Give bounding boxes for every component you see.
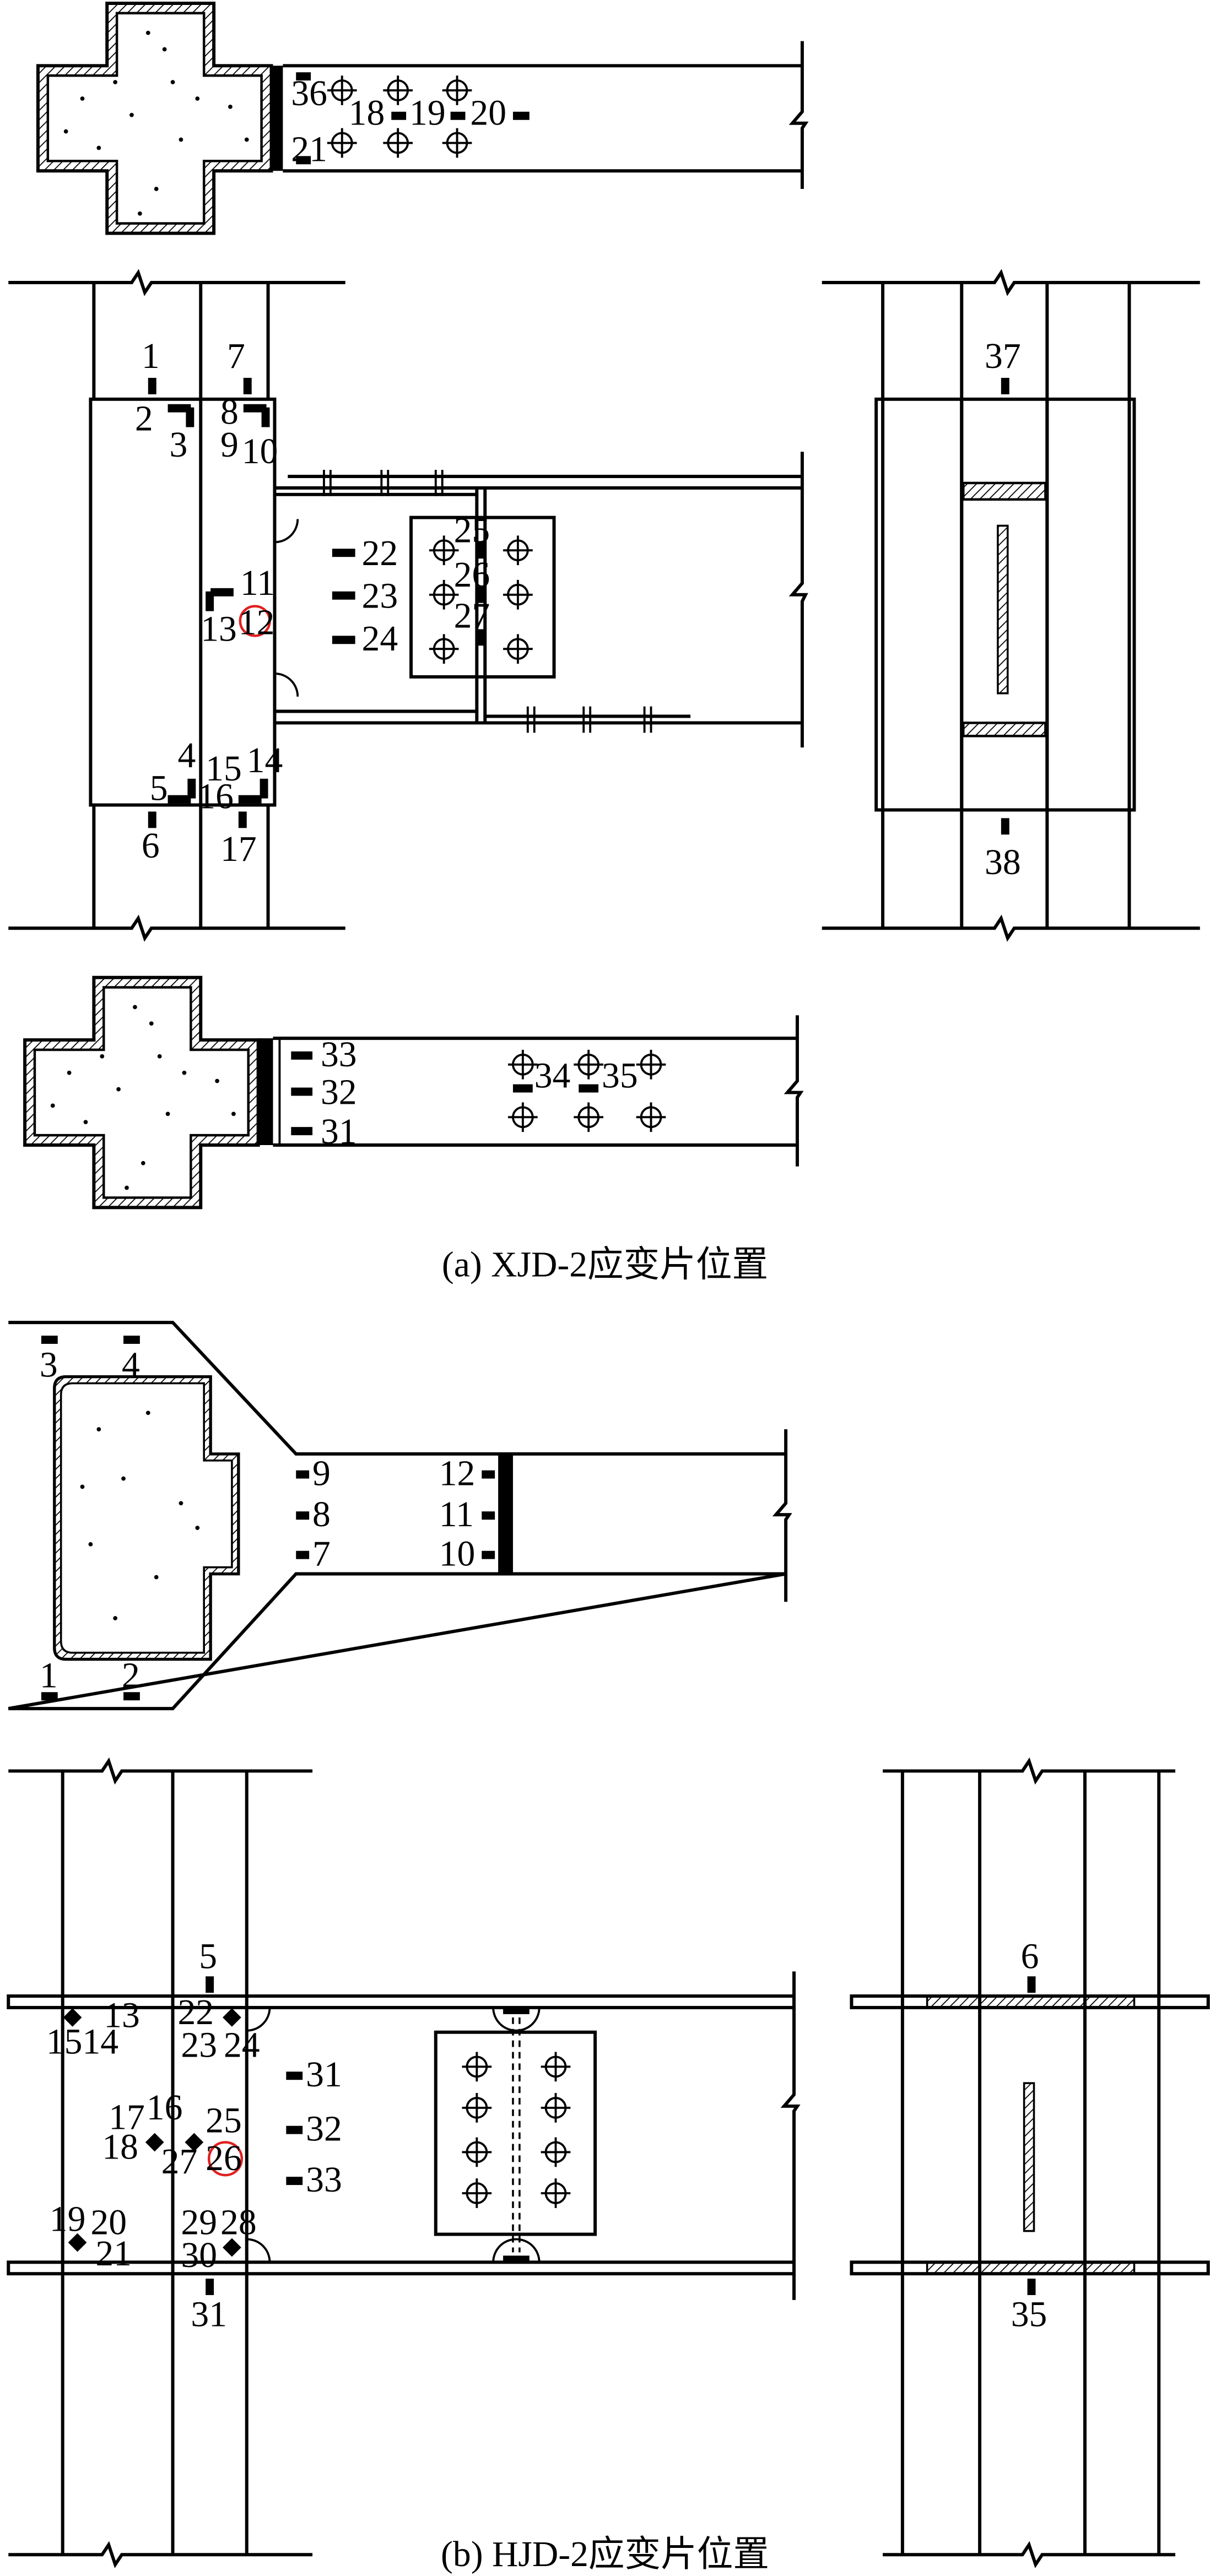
gauge-label: 10 <box>242 432 278 471</box>
gauge-label: 12 <box>239 603 275 642</box>
gauge-label: 20 <box>90 2203 127 2243</box>
gauge-label: 13 <box>104 1996 140 2036</box>
gauge-label: 14 <box>82 2022 118 2062</box>
gauge-label: 24 <box>362 619 398 659</box>
gauge-label: 29 <box>181 2203 217 2243</box>
xjd2-side-elevation: 37 38 <box>822 269 1200 942</box>
gauge-label: 21 <box>95 2234 132 2274</box>
gauge-label: 31 <box>191 2295 227 2335</box>
gauge-label: 19 <box>50 2200 86 2239</box>
gauge-label: 16 <box>147 2088 183 2128</box>
gauge-label: 15 <box>46 2022 83 2062</box>
hjd2-side-elevation: 6 35 <box>850 1757 1210 2568</box>
gauge-label: 23 <box>181 2025 217 2065</box>
gauge-label: 3 <box>170 425 188 465</box>
gauge-label: 5 <box>150 769 168 809</box>
gauge-label: 3 <box>40 1346 58 1385</box>
gauge-label: 10 <box>439 1534 476 1574</box>
gauge-label: 25 <box>454 511 490 550</box>
xjd2-top-plan: 36 18 19 20 21 <box>38 3 809 234</box>
gauge-label: 11 <box>439 1495 474 1534</box>
gauge-label: 25 <box>206 2101 242 2141</box>
gauge-label: 26 <box>454 555 490 595</box>
gauge-label: 6 <box>1021 1937 1039 1976</box>
gauge-label: 35 <box>602 1056 638 1096</box>
gauge-label: 7 <box>312 1534 331 1574</box>
gauge-label: 21 <box>291 129 327 169</box>
gauge-label: 1 <box>142 337 160 376</box>
highlight-circle <box>207 2141 244 2177</box>
gauge-label: 26 <box>206 2139 242 2178</box>
gauge-label: 23 <box>362 577 398 616</box>
gauge-label: 38 <box>985 843 1021 882</box>
gauge-label: 31 <box>321 1112 357 1152</box>
gauge-label: 6 <box>142 826 160 866</box>
bolt-group <box>461 2051 572 2209</box>
gauge-label: 18 <box>349 94 385 133</box>
gauge-label: 1 <box>40 1656 58 1695</box>
gauge-label: 33 <box>321 1035 357 1075</box>
caption-a: (a) XJD-2应变片位置 <box>442 1245 768 1285</box>
gauge-label: 16 <box>197 777 234 817</box>
gauge-label: 27 <box>161 2142 198 2182</box>
gauge-label: 8 <box>312 1495 331 1534</box>
hjd2-elevation: 5 13 15 14 22 23 24 31 32 33 17 16 18 25… <box>7 1757 801 2568</box>
gauge-label: 34 <box>534 1056 571 1096</box>
gauge-label: 32 <box>321 1072 357 1112</box>
gauge-label: 24 <box>224 2025 260 2065</box>
highlight-circle <box>239 605 271 637</box>
hjd2-plan: 3 4 1 2 9 8 7 12 11 10 <box>8 1321 792 1711</box>
gauge-label: 11 <box>240 563 275 603</box>
gauge-label: 9 <box>312 1454 331 1493</box>
gauge-label: 8 <box>220 393 239 432</box>
gauge-label: 20 <box>470 94 506 133</box>
gauge-label: 27 <box>454 596 490 636</box>
gauge-label: 18 <box>102 2127 138 2167</box>
gauge-label: 30 <box>181 2236 217 2275</box>
xjd2-elevation: 1 2 3 7 8 9 10 22 23 24 25 26 27 11 12 1… <box>8 269 808 942</box>
gauge-label: 2 <box>122 1656 140 1695</box>
gauge-label: 19 <box>409 94 446 133</box>
gauge-label: 9 <box>220 425 239 465</box>
gauge-label: 36 <box>291 74 327 113</box>
gauge-label: 7 <box>227 337 245 376</box>
gauge-label: 28 <box>220 2203 257 2243</box>
gauge-label: 2 <box>135 399 153 438</box>
gauge-label: 15 <box>206 749 242 789</box>
gauge-label: 13 <box>201 609 237 649</box>
gauge-label: 4 <box>122 1346 140 1385</box>
gauge-label: 14 <box>247 741 283 780</box>
gauge-label: 22 <box>177 1993 214 2032</box>
gauge-label: 12 <box>439 1454 476 1493</box>
gauge-label: 37 <box>985 337 1021 376</box>
gauge-label: 22 <box>362 534 398 573</box>
gauge-label: 31 <box>306 2055 342 2095</box>
gauge-label: 5 <box>199 1937 217 1976</box>
caption-b: (b) HJD-2应变片位置 <box>441 2535 769 2574</box>
gauge-label: 4 <box>177 736 196 775</box>
gauge-label: 17 <box>109 2098 145 2138</box>
gauge-label: 33 <box>306 2160 342 2200</box>
gauge-label: 17 <box>220 829 257 869</box>
gauge-label: 35 <box>1011 2295 1047 2335</box>
gauge-label: 32 <box>306 2109 342 2149</box>
xjd2-bottom-plan: 33 32 31 34 35 <box>25 978 804 1208</box>
